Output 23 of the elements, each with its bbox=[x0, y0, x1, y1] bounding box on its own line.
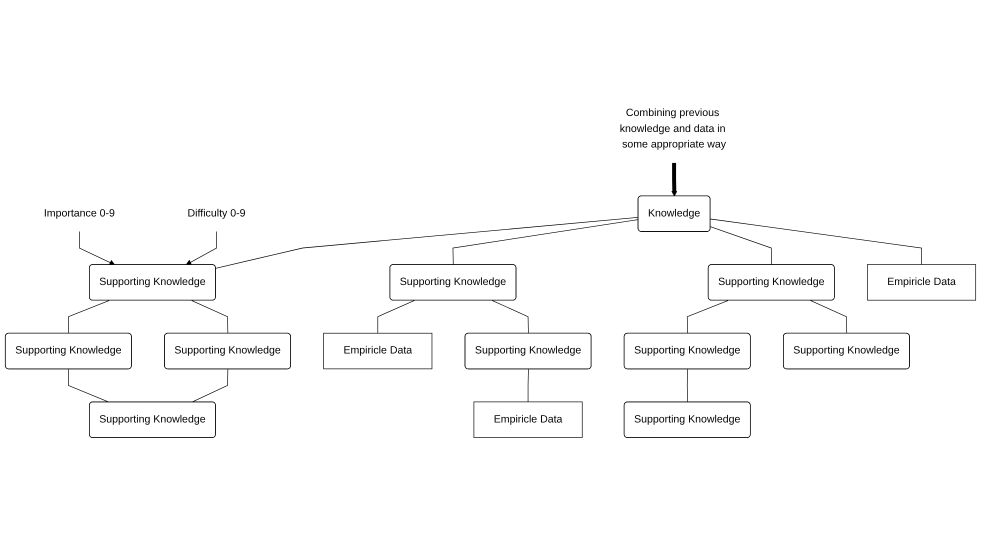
node-text: Combining previous knowledge and data in some appropriate way bbox=[620, 107, 726, 150]
connector bbox=[528, 368, 529, 402]
arrow bbox=[671, 162, 678, 196]
node-box: Empiricle Data bbox=[867, 264, 976, 300]
connector bbox=[810, 300, 848, 334]
connector bbox=[68, 368, 110, 403]
connector bbox=[492, 300, 529, 334]
connector bbox=[191, 300, 228, 334]
node-text: Difficulty 0-9 bbox=[188, 208, 246, 219]
connector bbox=[710, 226, 772, 266]
node-text: Importance 0-9 bbox=[44, 208, 115, 219]
node-box: Empiricle Data bbox=[474, 402, 583, 438]
connector bbox=[215, 217, 639, 269]
connector bbox=[710, 218, 922, 265]
arrow bbox=[186, 231, 217, 266]
connector bbox=[377, 300, 415, 334]
node-box: Empiricle Data bbox=[323, 332, 432, 370]
connector bbox=[452, 219, 639, 266]
connector bbox=[686, 368, 688, 403]
connector bbox=[191, 368, 228, 403]
connector bbox=[68, 300, 110, 334]
connector bbox=[686, 300, 728, 334]
arrow bbox=[79, 231, 116, 266]
